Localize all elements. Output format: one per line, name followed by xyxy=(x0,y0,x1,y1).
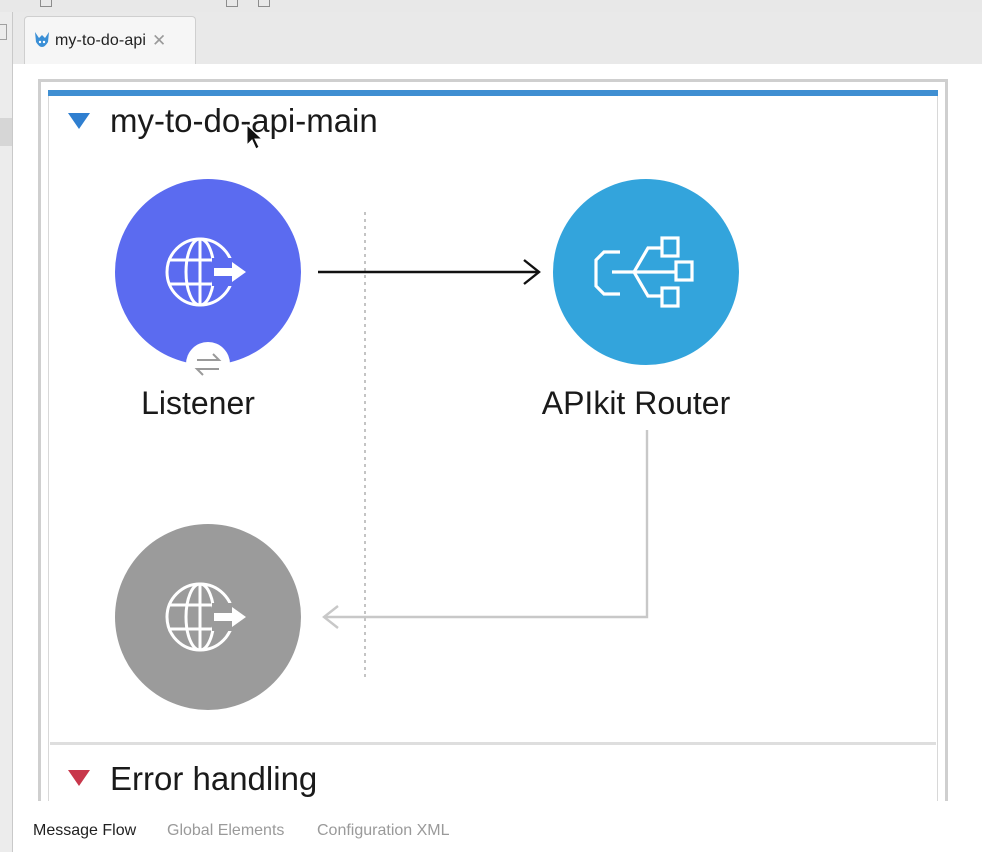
flow-body xyxy=(48,90,938,801)
error-handling-divider xyxy=(50,742,936,745)
close-icon[interactable]: ✕ xyxy=(152,31,167,50)
toolbar-icon[interactable] xyxy=(40,0,52,7)
flow-accent-bar xyxy=(48,90,938,96)
error-caret-icon[interactable] xyxy=(68,770,90,786)
panel-tab-icon[interactable] xyxy=(0,24,7,40)
left-panel-edge xyxy=(0,12,13,852)
mule-project-icon xyxy=(35,31,49,47)
toolbar-icon[interactable] xyxy=(226,0,238,7)
editor-tab-my-to-do-api[interactable]: my-to-do-api ✕ xyxy=(24,16,196,64)
bottom-tab-bar xyxy=(13,812,982,852)
tab-message-flow[interactable]: Message Flow xyxy=(33,822,137,839)
toolbar-strip xyxy=(0,0,982,12)
listener-label[interactable]: Listener xyxy=(141,385,255,421)
flow-title[interactable]: my-to-do-api-main xyxy=(110,102,378,139)
left-panel-selection[interactable] xyxy=(0,118,12,146)
apikit-router-label[interactable]: APIkit Router xyxy=(541,385,731,421)
error-handling-title[interactable]: Error handling xyxy=(110,760,318,797)
return-path-arrow xyxy=(322,430,649,629)
editor-tab-label: my-to-do-api xyxy=(55,31,147,49)
toolbar-icon[interactable] xyxy=(258,0,270,7)
mouse-cursor-icon xyxy=(246,123,264,150)
tab-global-elements[interactable]: Global Elements xyxy=(167,822,285,839)
flow-arrow xyxy=(318,259,541,285)
tab-configuration-xml[interactable]: Configuration XML xyxy=(317,822,450,839)
exchange-arrows-icon xyxy=(186,342,230,386)
listener-response-node xyxy=(115,524,301,710)
collapse-caret-icon[interactable] xyxy=(68,113,90,129)
listener-node xyxy=(115,179,301,386)
router-tree-icon xyxy=(594,236,694,308)
apikit-router-node xyxy=(553,179,739,365)
